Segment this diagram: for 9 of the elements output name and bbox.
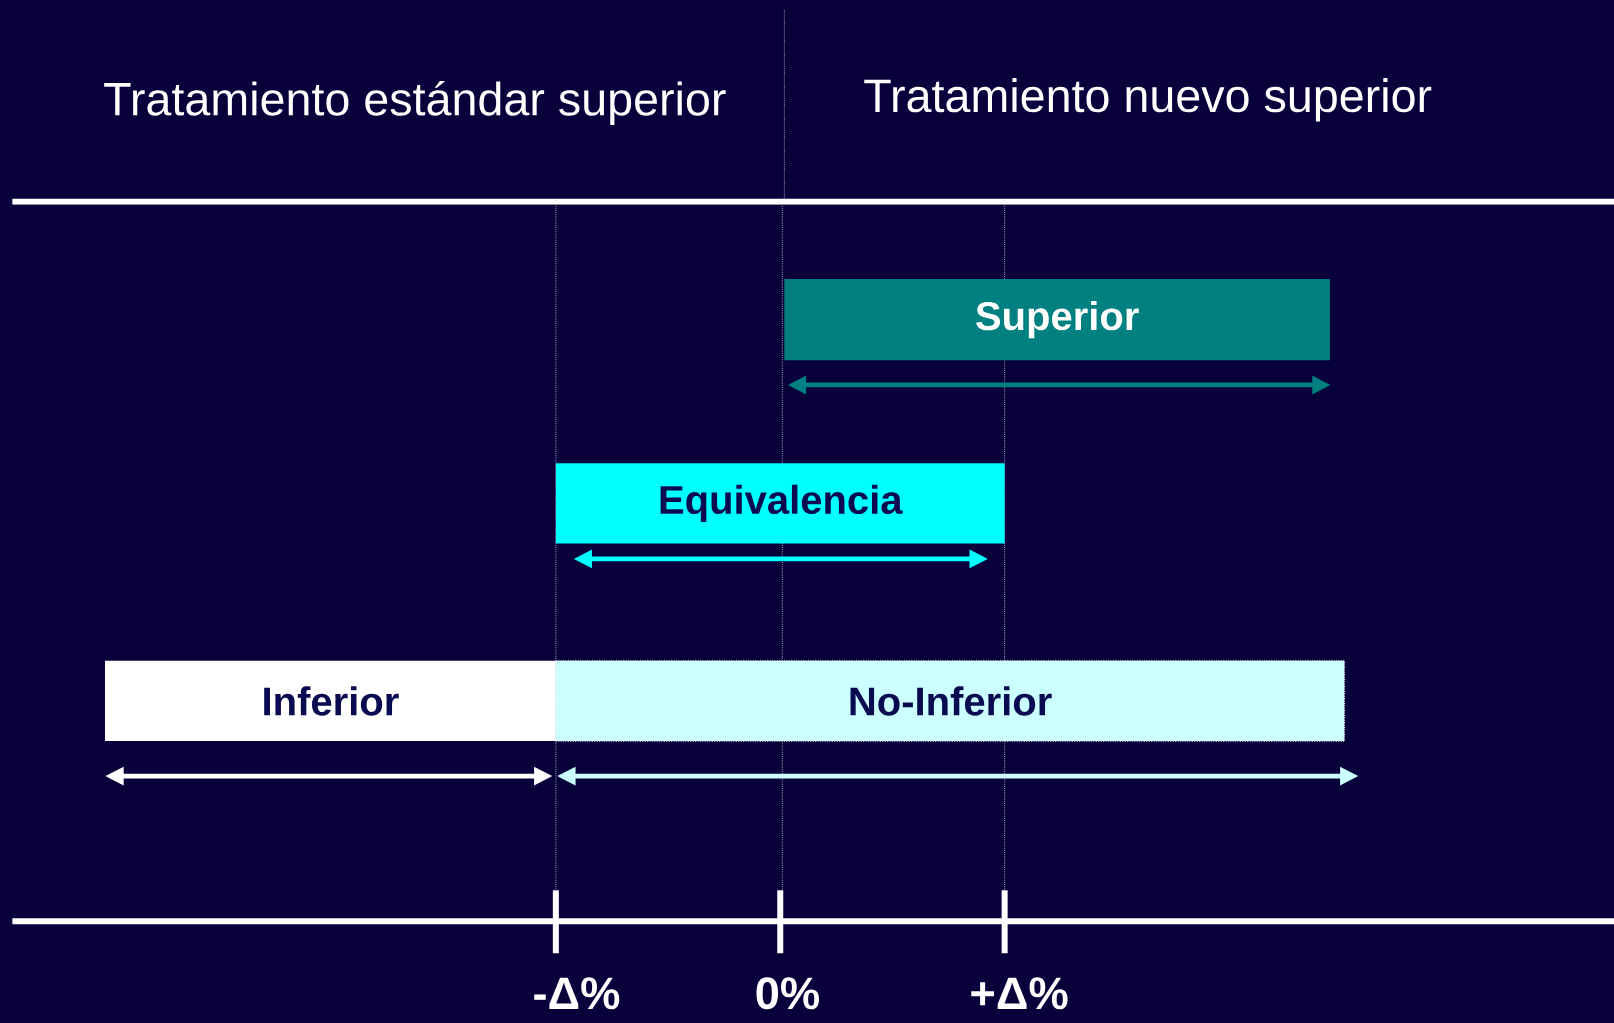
heading: Tratamiento nuevo superior <box>864 78 1432 122</box>
range-bar: Equivalencia <box>555 463 1005 544</box>
heading: Tratamiento estándar superior <box>104 80 726 125</box>
tick-label: +Δ% <box>971 977 1068 1010</box>
range-bar: Inferior <box>105 660 556 742</box>
tick-label: -Δ% <box>534 977 620 1010</box>
tick-label: 0% <box>756 977 819 1010</box>
range-bar: Superior <box>784 278 1330 361</box>
range-bar: No-Inferior <box>555 660 1345 742</box>
